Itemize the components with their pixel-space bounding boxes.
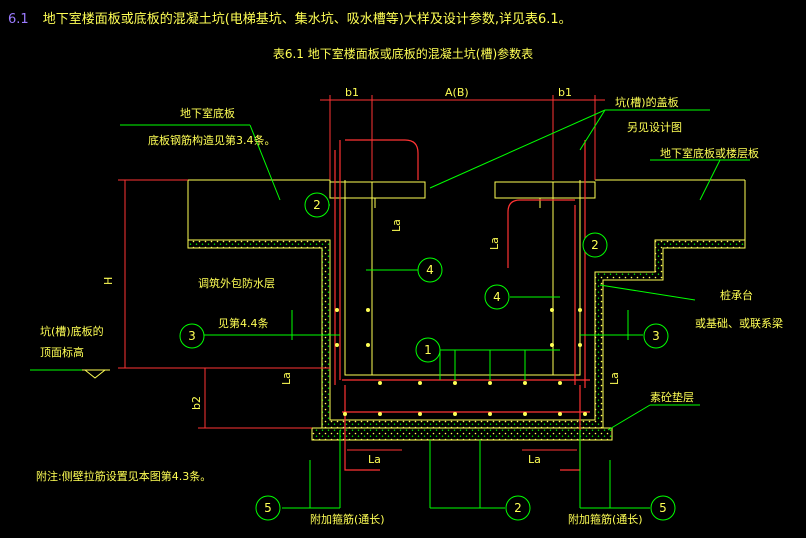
label-basement-floor: 地下室底板 (180, 107, 235, 120)
label-floor-or-slab: 地下室底板或楼层板 (660, 147, 759, 160)
marker-text: 4 (493, 290, 501, 304)
section-number: 6.1 (8, 12, 29, 27)
marker-3-right (643, 323, 669, 349)
label-pit-elev-1: 坑(槽)底板的 (40, 325, 104, 338)
marker-text: 2 (313, 198, 321, 212)
dimension-lines (118, 95, 605, 451)
marker-5-right (650, 495, 676, 521)
leader-lines (30, 109, 750, 509)
table-title: 表6.1 地下室楼面板或底板的混凝土坑(槽)参数表 (272, 47, 534, 61)
label-pile-cap: 桩承台 (720, 289, 753, 302)
dim-b1-left: b1 (345, 86, 359, 99)
marker-numbers: 2 2 4 4 3 3 1 5 2 5 (188, 198, 667, 515)
dim-la-4: La (608, 372, 621, 385)
marker-3-left (179, 323, 205, 349)
dim-a-b: A(B) (445, 86, 469, 99)
marker-text: 4 (426, 263, 434, 277)
marker-2-bottom (505, 495, 531, 521)
label-floor-rebar: 底板钢筋构造见第3.4条。 (148, 134, 276, 147)
dim-la-3: La (280, 372, 293, 385)
dim-la-5: La (368, 453, 381, 466)
marker-4-left (417, 257, 443, 283)
rebar (334, 139, 590, 471)
rebar-dots (335, 308, 587, 416)
marker-text: 2 (514, 501, 522, 515)
markers (179, 192, 676, 521)
marker-2-left (304, 192, 330, 218)
marker-4-right (484, 284, 510, 310)
section-text: 地下室楼面板或底板的混凝土坑(电梯基坑、集水坑、吸水槽等)大样及设计参数,详见表… (42, 12, 572, 27)
dim-la-2: La (488, 237, 501, 250)
dimension-texts: b1 A(B) b1 H b2 La La La La La La (102, 86, 621, 466)
dim-la-6: La (528, 453, 541, 466)
label-pit-elev-2: 顶面标高 (40, 346, 84, 359)
label-see-4-4: 见第4.4条 (218, 317, 269, 330)
label-pit-cover: 坑(槽)的盖板 (615, 96, 679, 109)
elevation-symbol (82, 369, 110, 379)
marker-text: 1 (424, 343, 432, 357)
dim-h: H (102, 277, 115, 285)
marker-text: 5 (264, 501, 272, 515)
marker-text: 5 (659, 501, 667, 515)
marker-1 (415, 337, 441, 363)
dim-b2: b2 (190, 396, 203, 410)
label-note: 附注:侧壁拉筋设置见本图第4.3条。 (36, 470, 212, 483)
label-cushion: 素砼垫层 (650, 391, 694, 404)
marker-2-right (582, 232, 608, 258)
label-separate-design: 另见设计图 (627, 121, 682, 134)
pit-covers (329, 181, 596, 208)
dim-la-1: La (390, 219, 403, 232)
marker-text: 3 (652, 329, 660, 343)
dim-b1-right: b1 (558, 86, 572, 99)
marker-5-left (255, 495, 281, 521)
marker-text: 2 (591, 238, 599, 252)
label-foundation-beam: 或基础、或联系梁 (695, 317, 783, 330)
section-heading: 6.1 地下室楼面板或底板的混凝土坑(电梯基坑、集水坑、吸水槽等)大样及设计参数,… (8, 8, 572, 27)
plain-concrete-cushion (311, 427, 613, 441)
label-waterproof: 调筑外包防水层 (198, 277, 275, 290)
marker-text: 3 (188, 329, 196, 343)
label-extra-rebar-left: 附加箍筋(通长) (310, 513, 385, 526)
label-extra-rebar-right: 附加箍筋(通长) (568, 513, 643, 526)
